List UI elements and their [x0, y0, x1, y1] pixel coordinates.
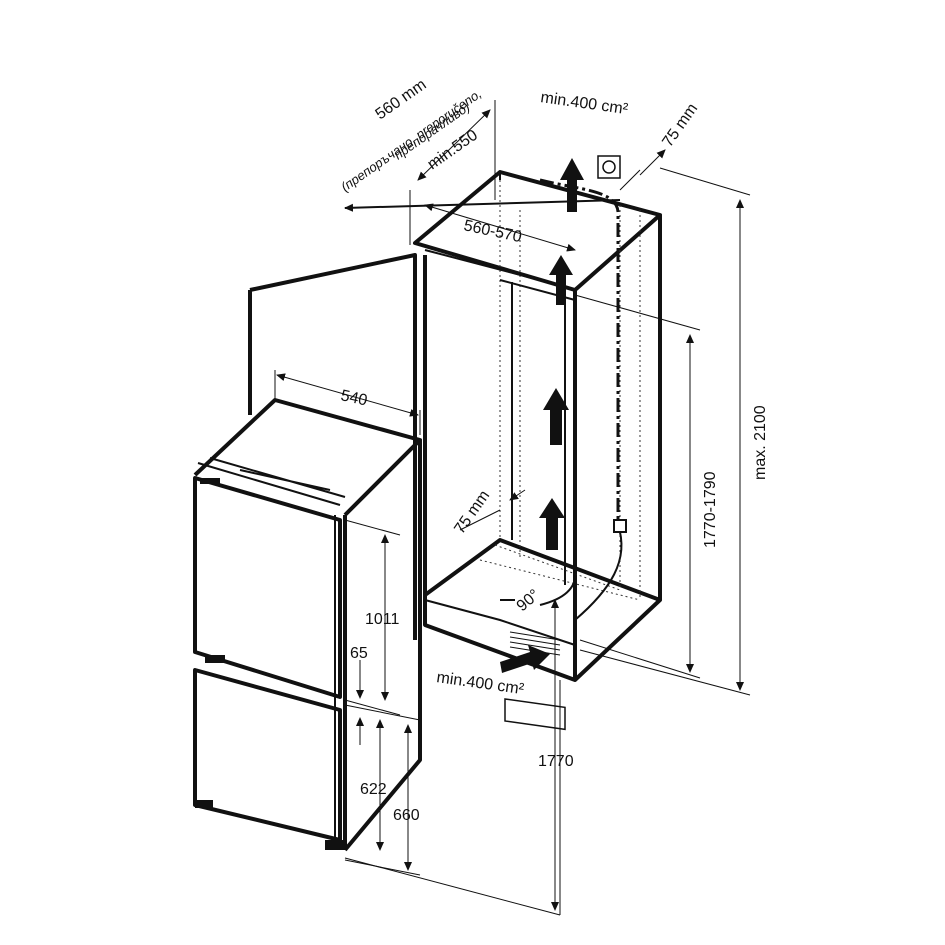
- height-622-label: 622: [360, 781, 387, 798]
- up-arrow-icon: [549, 255, 573, 305]
- vent-top-label: min.400 cm²: [539, 89, 629, 118]
- max-height-label: max. 2100: [752, 405, 769, 480]
- cabinet-niche: [248, 170, 662, 731]
- door-angle-label: 90°: [514, 586, 543, 615]
- appliance-width-label: 540: [339, 387, 369, 409]
- up-arrow-icon: [543, 388, 569, 445]
- inlet-arrow-icon: [500, 645, 550, 673]
- niche-height-label: 1770-1790: [702, 471, 719, 548]
- airflow-arrows: [500, 158, 584, 673]
- niche-depth-label: 560 mm: [373, 76, 430, 123]
- height-1011-label: 1011: [365, 611, 400, 628]
- up-arrow-icon: [560, 158, 584, 212]
- height-660-label: 660: [393, 807, 420, 824]
- up-arrow-icon: [539, 498, 565, 550]
- power-socket-icon: [597, 155, 621, 179]
- inner-width-label: 560-570: [462, 217, 523, 246]
- bottom-vent-grill: [504, 631, 566, 731]
- dimension-lines: [274, 100, 751, 916]
- vent-bottom-label: min.400 cm²: [435, 669, 525, 698]
- height-65-label: 65: [350, 645, 368, 662]
- vent-gap-top-label: 75 mm: [659, 100, 701, 150]
- power-cable: [539, 178, 627, 621]
- vent-gap-back-label: 75 mm: [451, 487, 493, 537]
- fridge-appliance: [193, 398, 422, 852]
- height-1770-label: 1770: [538, 753, 574, 770]
